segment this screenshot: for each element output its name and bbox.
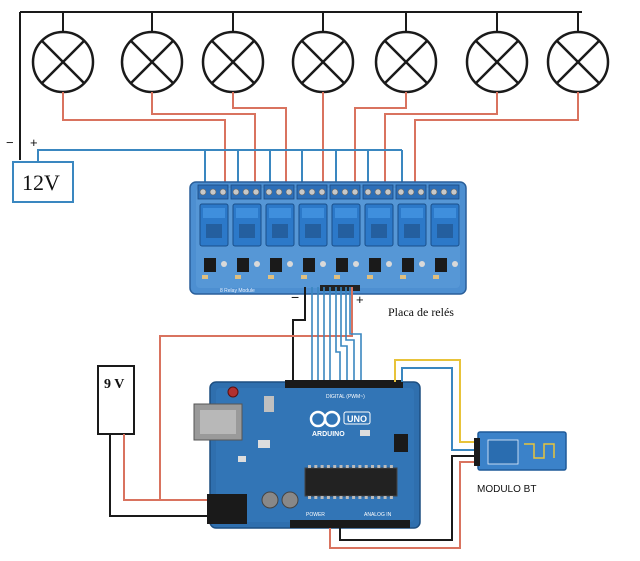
relay-4 (298, 203, 328, 247)
relay-silk-label: 8 Relay Module (220, 288, 255, 294)
lamps-row (31, 30, 610, 94)
relay-2 (232, 203, 262, 247)
arduino-board: ARDUINO UNO DIGITAL (PWM~) POWER ANALOG … (193, 380, 421, 529)
battery-9v: 9 V (97, 365, 135, 435)
relay-terminal-8 (428, 184, 460, 200)
battery-9v-label: 9 V (104, 377, 124, 392)
supply-minus-label: − (6, 135, 14, 150)
relay-driver-3 (268, 258, 293, 279)
relay-terminal-1 (197, 184, 229, 200)
icsp-header (394, 434, 408, 452)
relay-terminal-2 (230, 184, 262, 200)
battery-wiring (109, 434, 215, 517)
relay-driver-8 (433, 258, 458, 279)
relay-terminal-7 (395, 184, 427, 200)
relay-5 (331, 203, 361, 247)
bt-module-caption: MODULO BT (477, 484, 536, 495)
bluetooth-module: MODULO BT (474, 431, 567, 495)
relay-board: 8 Relay Module (189, 181, 467, 295)
lamp-common-wiring (19, 11, 582, 160)
power-pins-label: POWER (306, 512, 325, 518)
relay-7 (397, 203, 427, 247)
lamp-7 (546, 30, 610, 94)
arduino-brand-label: ARDUINO (312, 431, 345, 438)
relay-3 (265, 203, 295, 247)
relay-input-header (320, 285, 360, 291)
bt-module-wiring (329, 359, 480, 549)
relay-modules (199, 203, 460, 247)
relay-optocouplers (202, 258, 458, 279)
relay-terminal-5 (329, 184, 361, 200)
lamp-4 (291, 30, 355, 94)
lamp-2 (120, 30, 184, 94)
supply-positive-wiring (37, 149, 403, 185)
relay-board-caption: Placa de relés (388, 305, 454, 319)
power-supply-12v: 12V − + (6, 135, 74, 203)
power-jack (207, 494, 247, 524)
supply-plus-label: + (30, 135, 38, 150)
relay-terminal-3 (263, 184, 295, 200)
microcontroller-chip (304, 467, 398, 497)
relay-driver-6 (367, 258, 392, 279)
reset-button (227, 386, 239, 398)
relay-driver-5 (334, 258, 359, 279)
lamp-3 (201, 30, 265, 94)
relay-driver-4 (301, 258, 326, 279)
relay-6 (364, 203, 394, 247)
relay-terminal-6 (362, 184, 394, 200)
arduino-logo (309, 410, 341, 428)
relay-signal-wiring (159, 287, 362, 500)
digital-header (285, 380, 403, 388)
digital-pins-label: DIGITAL (PWM~) (326, 394, 365, 400)
relay-plus-label: + (356, 292, 364, 307)
relay-terminal-blocks (197, 184, 460, 200)
relay-driver-2 (235, 258, 260, 279)
lamp-1 (31, 30, 95, 94)
lamp-5 (374, 30, 438, 94)
lamp-relay-wiring (62, 92, 579, 185)
relay-driver-1 (202, 258, 227, 279)
relay-1 (199, 203, 229, 247)
relay-minus-label: − (291, 289, 299, 305)
analog-pins-label: ANALOG IN (364, 512, 392, 518)
arduino-model-label: UNO (347, 414, 367, 424)
relay-driver-7 (400, 258, 425, 279)
power-analog-header (290, 520, 410, 528)
supply-12v-label: 12V (22, 170, 60, 195)
relay-terminal-4 (296, 184, 328, 200)
relay-8 (430, 203, 460, 247)
lamp-6 (465, 30, 529, 94)
